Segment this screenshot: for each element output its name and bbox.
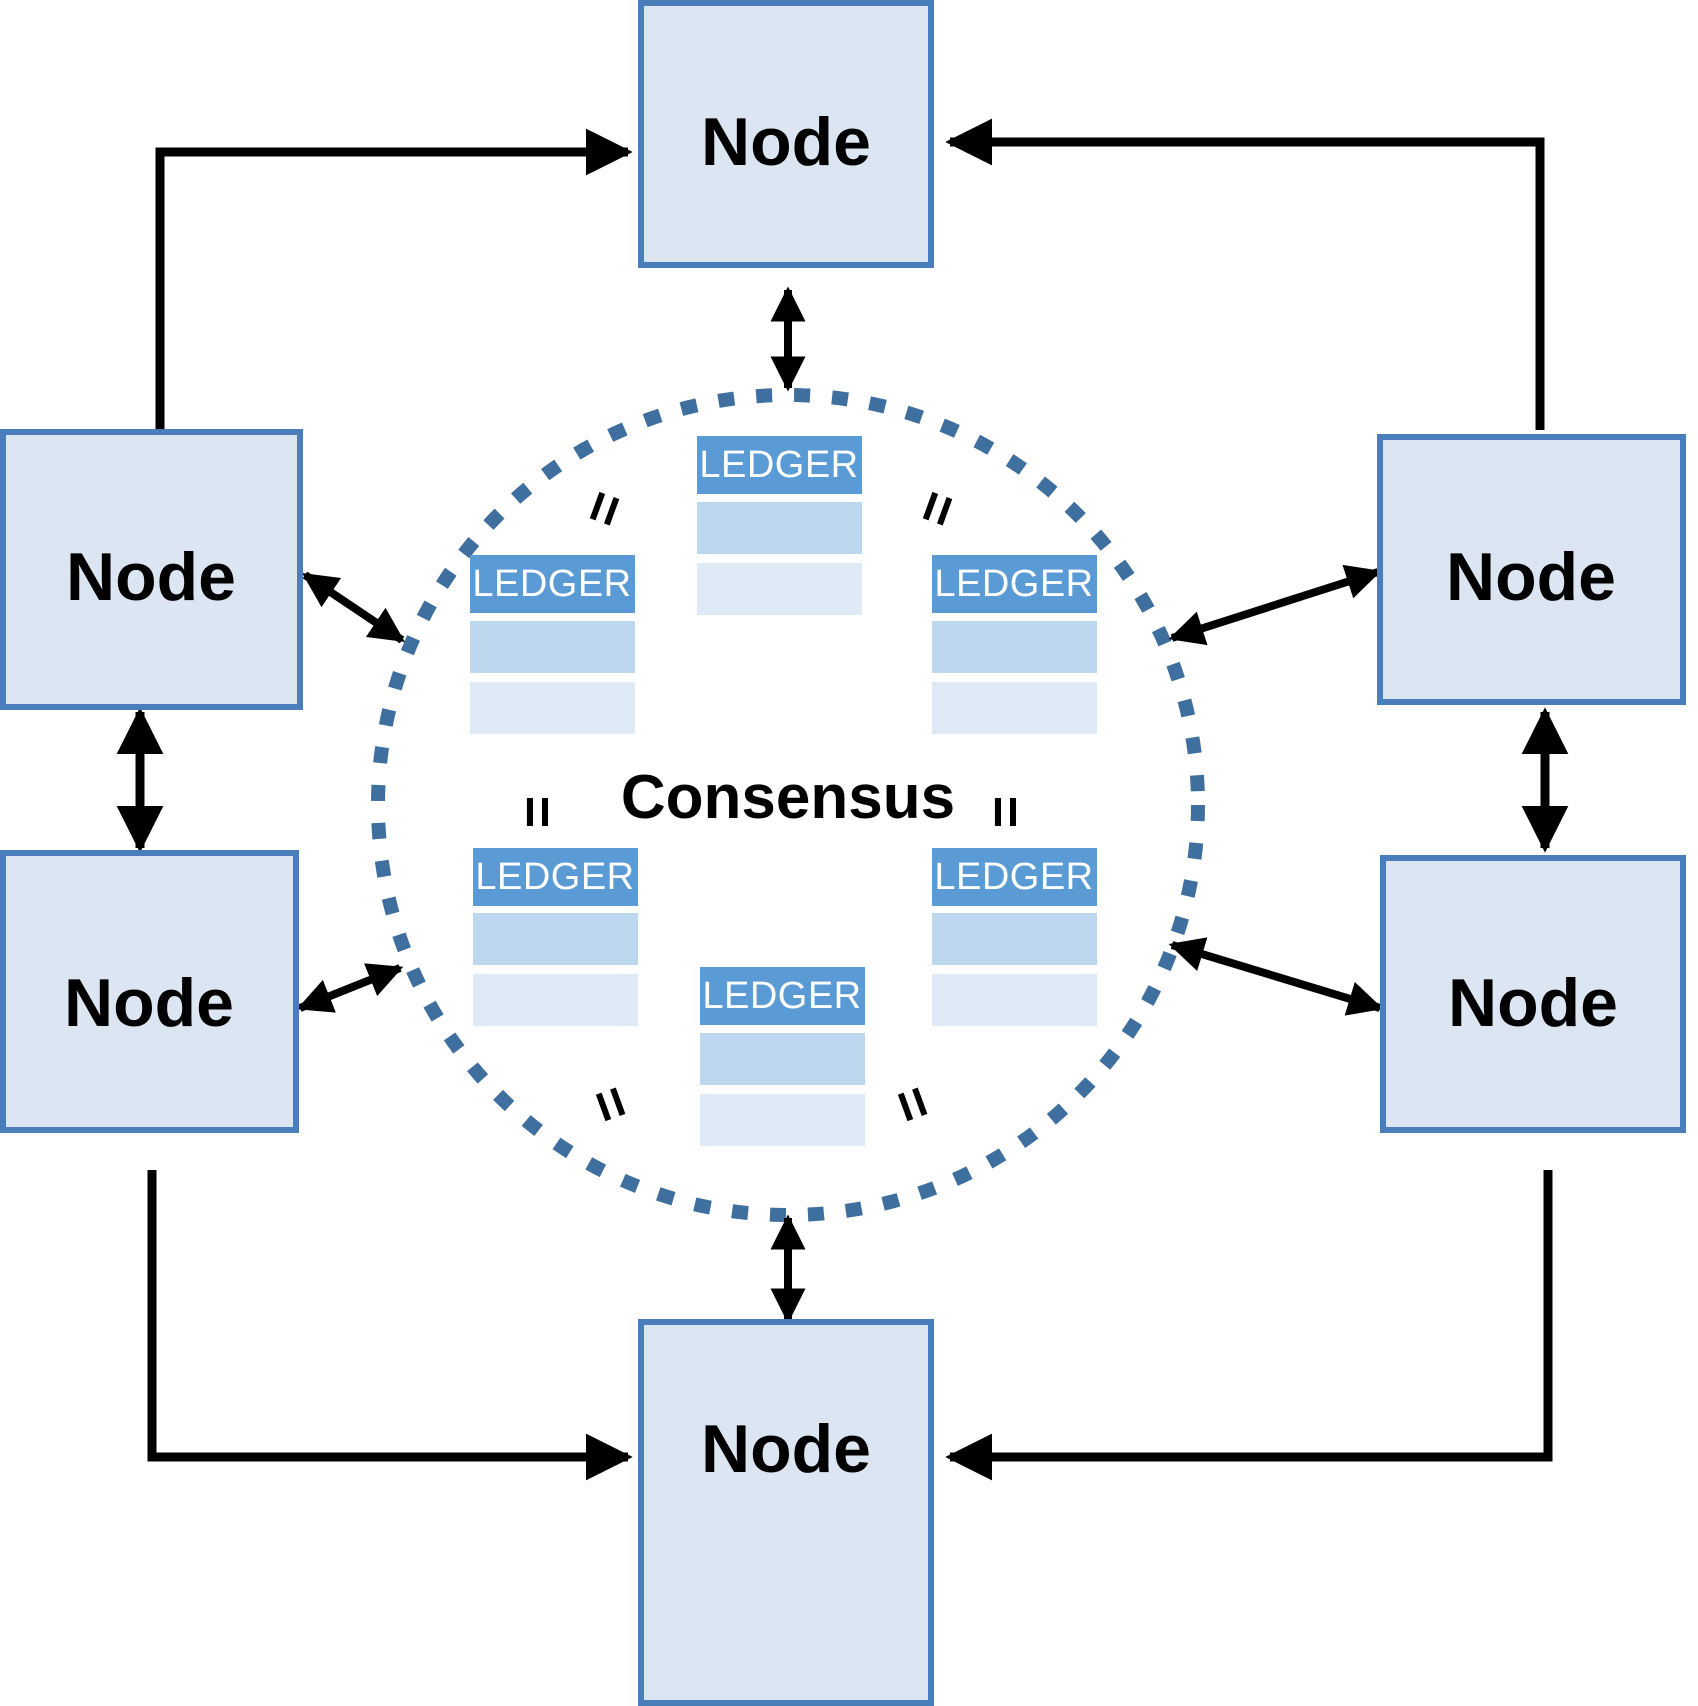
ledger-right-lower-row-1	[932, 913, 1097, 965]
ledger-left-lower-label: LEDGER	[475, 856, 634, 898]
eq-top-right-icon: =	[901, 482, 971, 534]
ledger-stacks: LEDGER LEDGER LEDGER LEDGER	[470, 436, 1097, 1146]
node-bottom-label: Node	[701, 1411, 871, 1487]
ledger-bottom[interactable]: LEDGER	[700, 967, 865, 1146]
ledger-bottom-label: LEDGER	[702, 975, 861, 1017]
node-top-box[interactable]	[638, 0, 934, 268]
ledger-top-row-1	[697, 502, 862, 554]
ledger-left-lower-row-2	[473, 974, 638, 1026]
consensus-circle	[371, 388, 1205, 1222]
node-left-upper-box[interactable]	[0, 429, 303, 710]
spoke-right-lower	[1168, 937, 1384, 1016]
node-top-label: Node	[701, 104, 871, 180]
ledger-right-upper-row-2	[932, 682, 1097, 734]
node-left-upper[interactable]: Node	[0, 429, 303, 710]
eq-bottom-right-icon: =	[876, 1079, 946, 1131]
node-right-upper-label: Node	[1446, 539, 1616, 615]
ledger-bottom-header	[700, 967, 865, 1025]
node-right-lower-label: Node	[1448, 965, 1618, 1041]
consensus-spokes	[296, 286, 1384, 1324]
ledger-left-upper-label: LEDGER	[472, 563, 631, 605]
connector-left-upper-to-top	[155, 128, 633, 430]
ledger-left-upper-header	[470, 555, 635, 613]
spoke-right-upper	[1168, 564, 1382, 646]
eq-mid-left-icon: =	[505, 796, 568, 829]
node-right-lower-box[interactable]	[1380, 855, 1686, 1133]
consensus-label: Consensus	[621, 763, 955, 832]
eq-top-left-icon: =	[568, 482, 638, 534]
spoke-left-upper	[302, 571, 405, 644]
ledger-left-lower-header	[473, 848, 638, 906]
node-right-upper[interactable]: Node	[1377, 434, 1686, 705]
connector-left-lower-to-bottom	[147, 1170, 633, 1481]
node-left-upper-label: Node	[66, 539, 236, 615]
ledger-top[interactable]: LEDGER	[697, 436, 862, 615]
ledger-left-upper-row-2	[470, 682, 635, 734]
ledger-left-lower-row-1	[473, 913, 638, 965]
eq-bottom-left-icon: =	[574, 1079, 644, 1131]
ledger-left-lower[interactable]: LEDGER	[473, 848, 638, 1026]
node-top[interactable]: Node	[638, 0, 934, 268]
connector-right-upper-to-top	[945, 118, 1545, 430]
ledger-left-upper-row-1	[470, 621, 635, 673]
ledger-top-header	[697, 436, 862, 494]
eq-mid-right-icon: =	[973, 796, 1036, 829]
node-left-lower[interactable]: Node	[0, 850, 299, 1133]
node-bottom[interactable]: Node	[638, 1319, 934, 1706]
ledger-top-label: LEDGER	[699, 444, 858, 486]
ledger-right-lower[interactable]: LEDGER	[932, 848, 1097, 1026]
ledger-bottom-row-1	[700, 1033, 865, 1085]
ledger-left-upper[interactable]: LEDGER	[470, 555, 635, 734]
outer-connectors	[116, 118, 1569, 1481]
node-right-upper-box[interactable]	[1377, 434, 1686, 705]
node-right-lower[interactable]: Node	[1380, 855, 1686, 1133]
ledger-right-lower-row-2	[932, 974, 1097, 1026]
node-left-lower-label: Node	[64, 965, 234, 1041]
ledger-right-upper-row-1	[932, 621, 1097, 673]
ledger-right-upper-label: LEDGER	[934, 563, 1093, 605]
ledger-bottom-row-2	[700, 1094, 865, 1146]
ledger-top-row-2	[697, 563, 862, 615]
ledger-right-lower-header	[932, 848, 1097, 906]
spoke-left-lower	[296, 963, 404, 1013]
node-left-lower-box[interactable]	[0, 850, 299, 1133]
ledger-right-upper[interactable]: LEDGER	[932, 555, 1097, 734]
ledger-right-upper-header	[932, 555, 1097, 613]
node-bottom-box[interactable]	[638, 1319, 934, 1706]
ledger-right-lower-label: LEDGER	[934, 856, 1093, 898]
connector-right-lower-to-bottom	[945, 1170, 1553, 1481]
